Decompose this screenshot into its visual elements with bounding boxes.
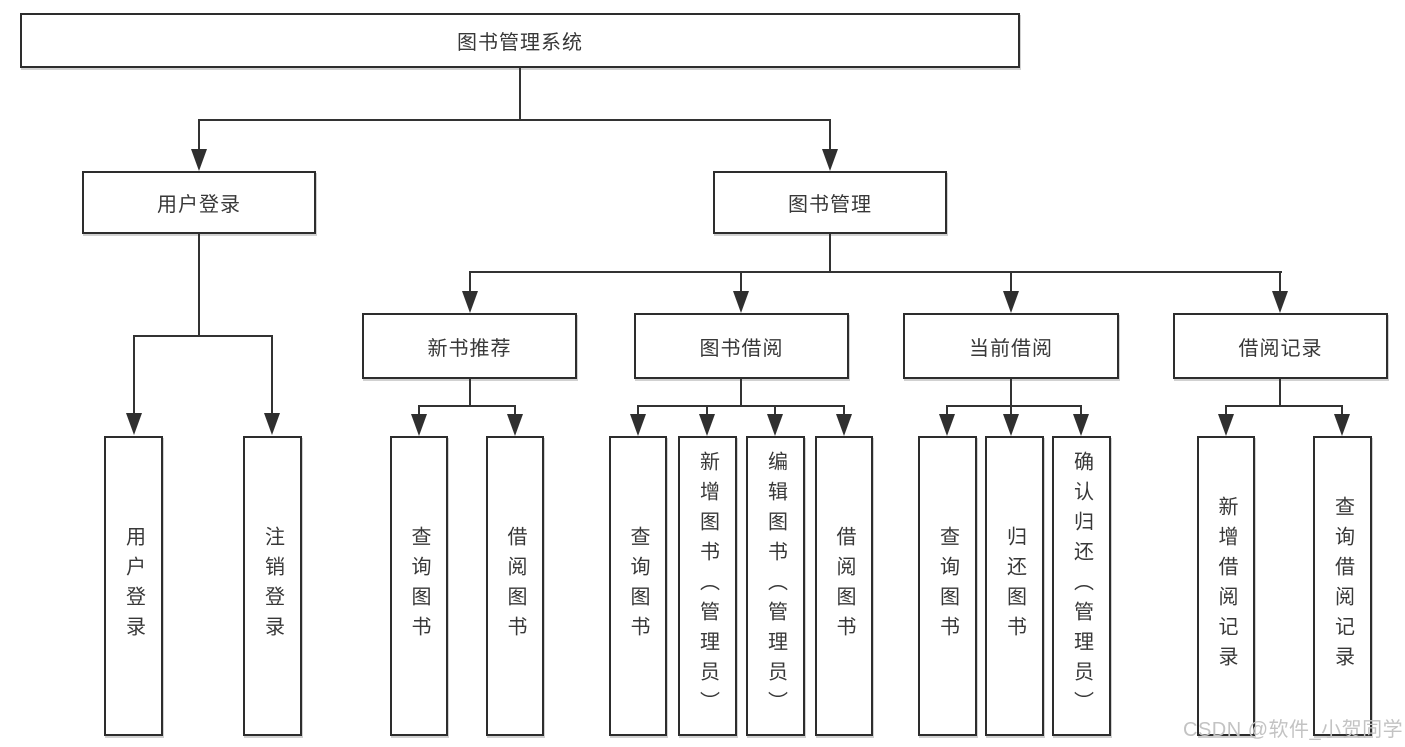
connector-line xyxy=(946,405,1082,407)
leaf-label: 借阅图书 xyxy=(833,526,855,646)
arrowhead-down-icon xyxy=(630,414,646,436)
connector-line xyxy=(843,405,845,417)
node-label: 图书管理系统 xyxy=(457,32,583,54)
leaf-logout: 注销登录 xyxy=(243,436,302,736)
leaf-label: 新增图书（管理员） xyxy=(696,451,719,721)
connector-line xyxy=(829,234,831,273)
arrowhead-down-icon xyxy=(836,414,852,436)
arrowhead-down-icon xyxy=(462,291,478,313)
connector-line xyxy=(271,335,273,415)
connector-line xyxy=(1225,405,1343,407)
node-book-borrow: 图书借阅 xyxy=(634,313,849,379)
connector-line xyxy=(1225,405,1227,417)
connector-line xyxy=(198,234,200,337)
connector-line xyxy=(514,405,516,417)
leaf-query-borrow-record: 查询借阅记录 xyxy=(1313,436,1372,736)
leaf-label: 确认归还（管理员） xyxy=(1070,451,1093,721)
leaf-label: 注销登录 xyxy=(261,526,284,646)
leaf-add-books-admin: 新增图书（管理员） xyxy=(678,436,737,736)
leaf-label: 编辑图书（管理员） xyxy=(764,451,787,721)
csdn-watermark: CSDN @软件_小贺同学 xyxy=(1183,719,1404,741)
leaf-add-borrow-record: 新增借阅记录 xyxy=(1197,436,1255,736)
leaf-label: 归还图书 xyxy=(1003,526,1026,646)
connector-line xyxy=(469,271,471,293)
connector-line xyxy=(740,379,742,407)
connector-line xyxy=(519,68,521,120)
node-label: 图书管理 xyxy=(788,194,872,216)
arrowhead-down-icon xyxy=(767,414,783,436)
connector-line xyxy=(469,271,1282,273)
node-library-system: 图书管理系统 xyxy=(20,13,1020,68)
arrowhead-down-icon xyxy=(733,291,749,313)
connector-line xyxy=(740,271,742,293)
connector-line xyxy=(418,405,516,407)
leaf-label: 查询图书 xyxy=(936,526,959,646)
connector-line xyxy=(198,119,831,121)
connector-line xyxy=(469,379,471,407)
node-book-management: 图书管理 xyxy=(713,171,947,234)
connector-line xyxy=(1010,379,1012,407)
node-borrow-records: 借阅记录 xyxy=(1173,313,1388,379)
connector-line xyxy=(1279,379,1281,407)
connector-line xyxy=(418,405,420,417)
arrowhead-down-icon xyxy=(191,149,207,171)
arrowhead-down-icon xyxy=(1003,414,1019,436)
connector-line xyxy=(829,119,831,152)
leaf-label: 查询图书 xyxy=(627,526,649,646)
arrowhead-down-icon xyxy=(1003,291,1019,313)
arrowhead-down-icon xyxy=(126,413,142,435)
leaf-label: 查询图书 xyxy=(408,526,430,646)
node-label: 当前借阅 xyxy=(969,337,1053,360)
connector-line xyxy=(637,405,639,417)
arrowhead-down-icon xyxy=(507,414,523,436)
connector-line xyxy=(637,405,845,407)
leaf-confirm-return-admin: 确认归还（管理员） xyxy=(1052,436,1111,736)
arrowhead-down-icon xyxy=(939,414,955,436)
leaf-recommend-query-books: 查询图书 xyxy=(390,436,448,736)
arrowhead-down-icon xyxy=(264,413,280,435)
connector-line xyxy=(133,335,273,337)
connector-line xyxy=(946,405,948,417)
leaf-current-query-books: 查询图书 xyxy=(918,436,977,736)
node-user-login: 用户登录 xyxy=(82,171,316,234)
connector-line xyxy=(1341,405,1343,417)
connector-line xyxy=(706,405,708,417)
connector-line xyxy=(133,335,135,415)
node-label: 借阅记录 xyxy=(1238,337,1323,360)
leaf-label: 新增借阅记录 xyxy=(1215,496,1237,676)
node-label: 图书借阅 xyxy=(699,337,784,360)
arrowhead-down-icon xyxy=(1334,414,1350,436)
connector-line xyxy=(774,405,776,417)
arrowhead-down-icon xyxy=(411,414,427,436)
connector-line xyxy=(1279,271,1281,293)
leaf-recommend-borrow-books: 借阅图书 xyxy=(486,436,544,736)
leaf-user-login: 用户登录 xyxy=(104,436,163,736)
node-label: 新书推荐 xyxy=(427,337,512,360)
connector-line xyxy=(1010,271,1012,293)
arrowhead-down-icon xyxy=(822,149,838,171)
arrowhead-down-icon xyxy=(1272,291,1288,313)
leaf-return-books: 归还图书 xyxy=(985,436,1044,736)
connector-line xyxy=(1080,405,1082,417)
leaf-label: 查询借阅记录 xyxy=(1331,496,1354,676)
leaf-borrow-books: 借阅图书 xyxy=(815,436,873,736)
leaf-borrow-query-books: 查询图书 xyxy=(609,436,667,736)
arrowhead-down-icon xyxy=(1073,414,1089,436)
connector-line xyxy=(198,119,200,152)
node-current-borrow: 当前借阅 xyxy=(903,313,1119,379)
leaf-edit-books-admin: 编辑图书（管理员） xyxy=(746,436,805,736)
arrowhead-down-icon xyxy=(1218,414,1234,436)
node-label: 用户登录 xyxy=(157,194,241,216)
arrowhead-down-icon xyxy=(699,414,715,436)
leaf-label: 借阅图书 xyxy=(504,526,526,646)
leaf-label: 用户登录 xyxy=(122,526,145,646)
connector-line xyxy=(1010,405,1012,417)
node-new-book-recommend: 新书推荐 xyxy=(362,313,577,379)
